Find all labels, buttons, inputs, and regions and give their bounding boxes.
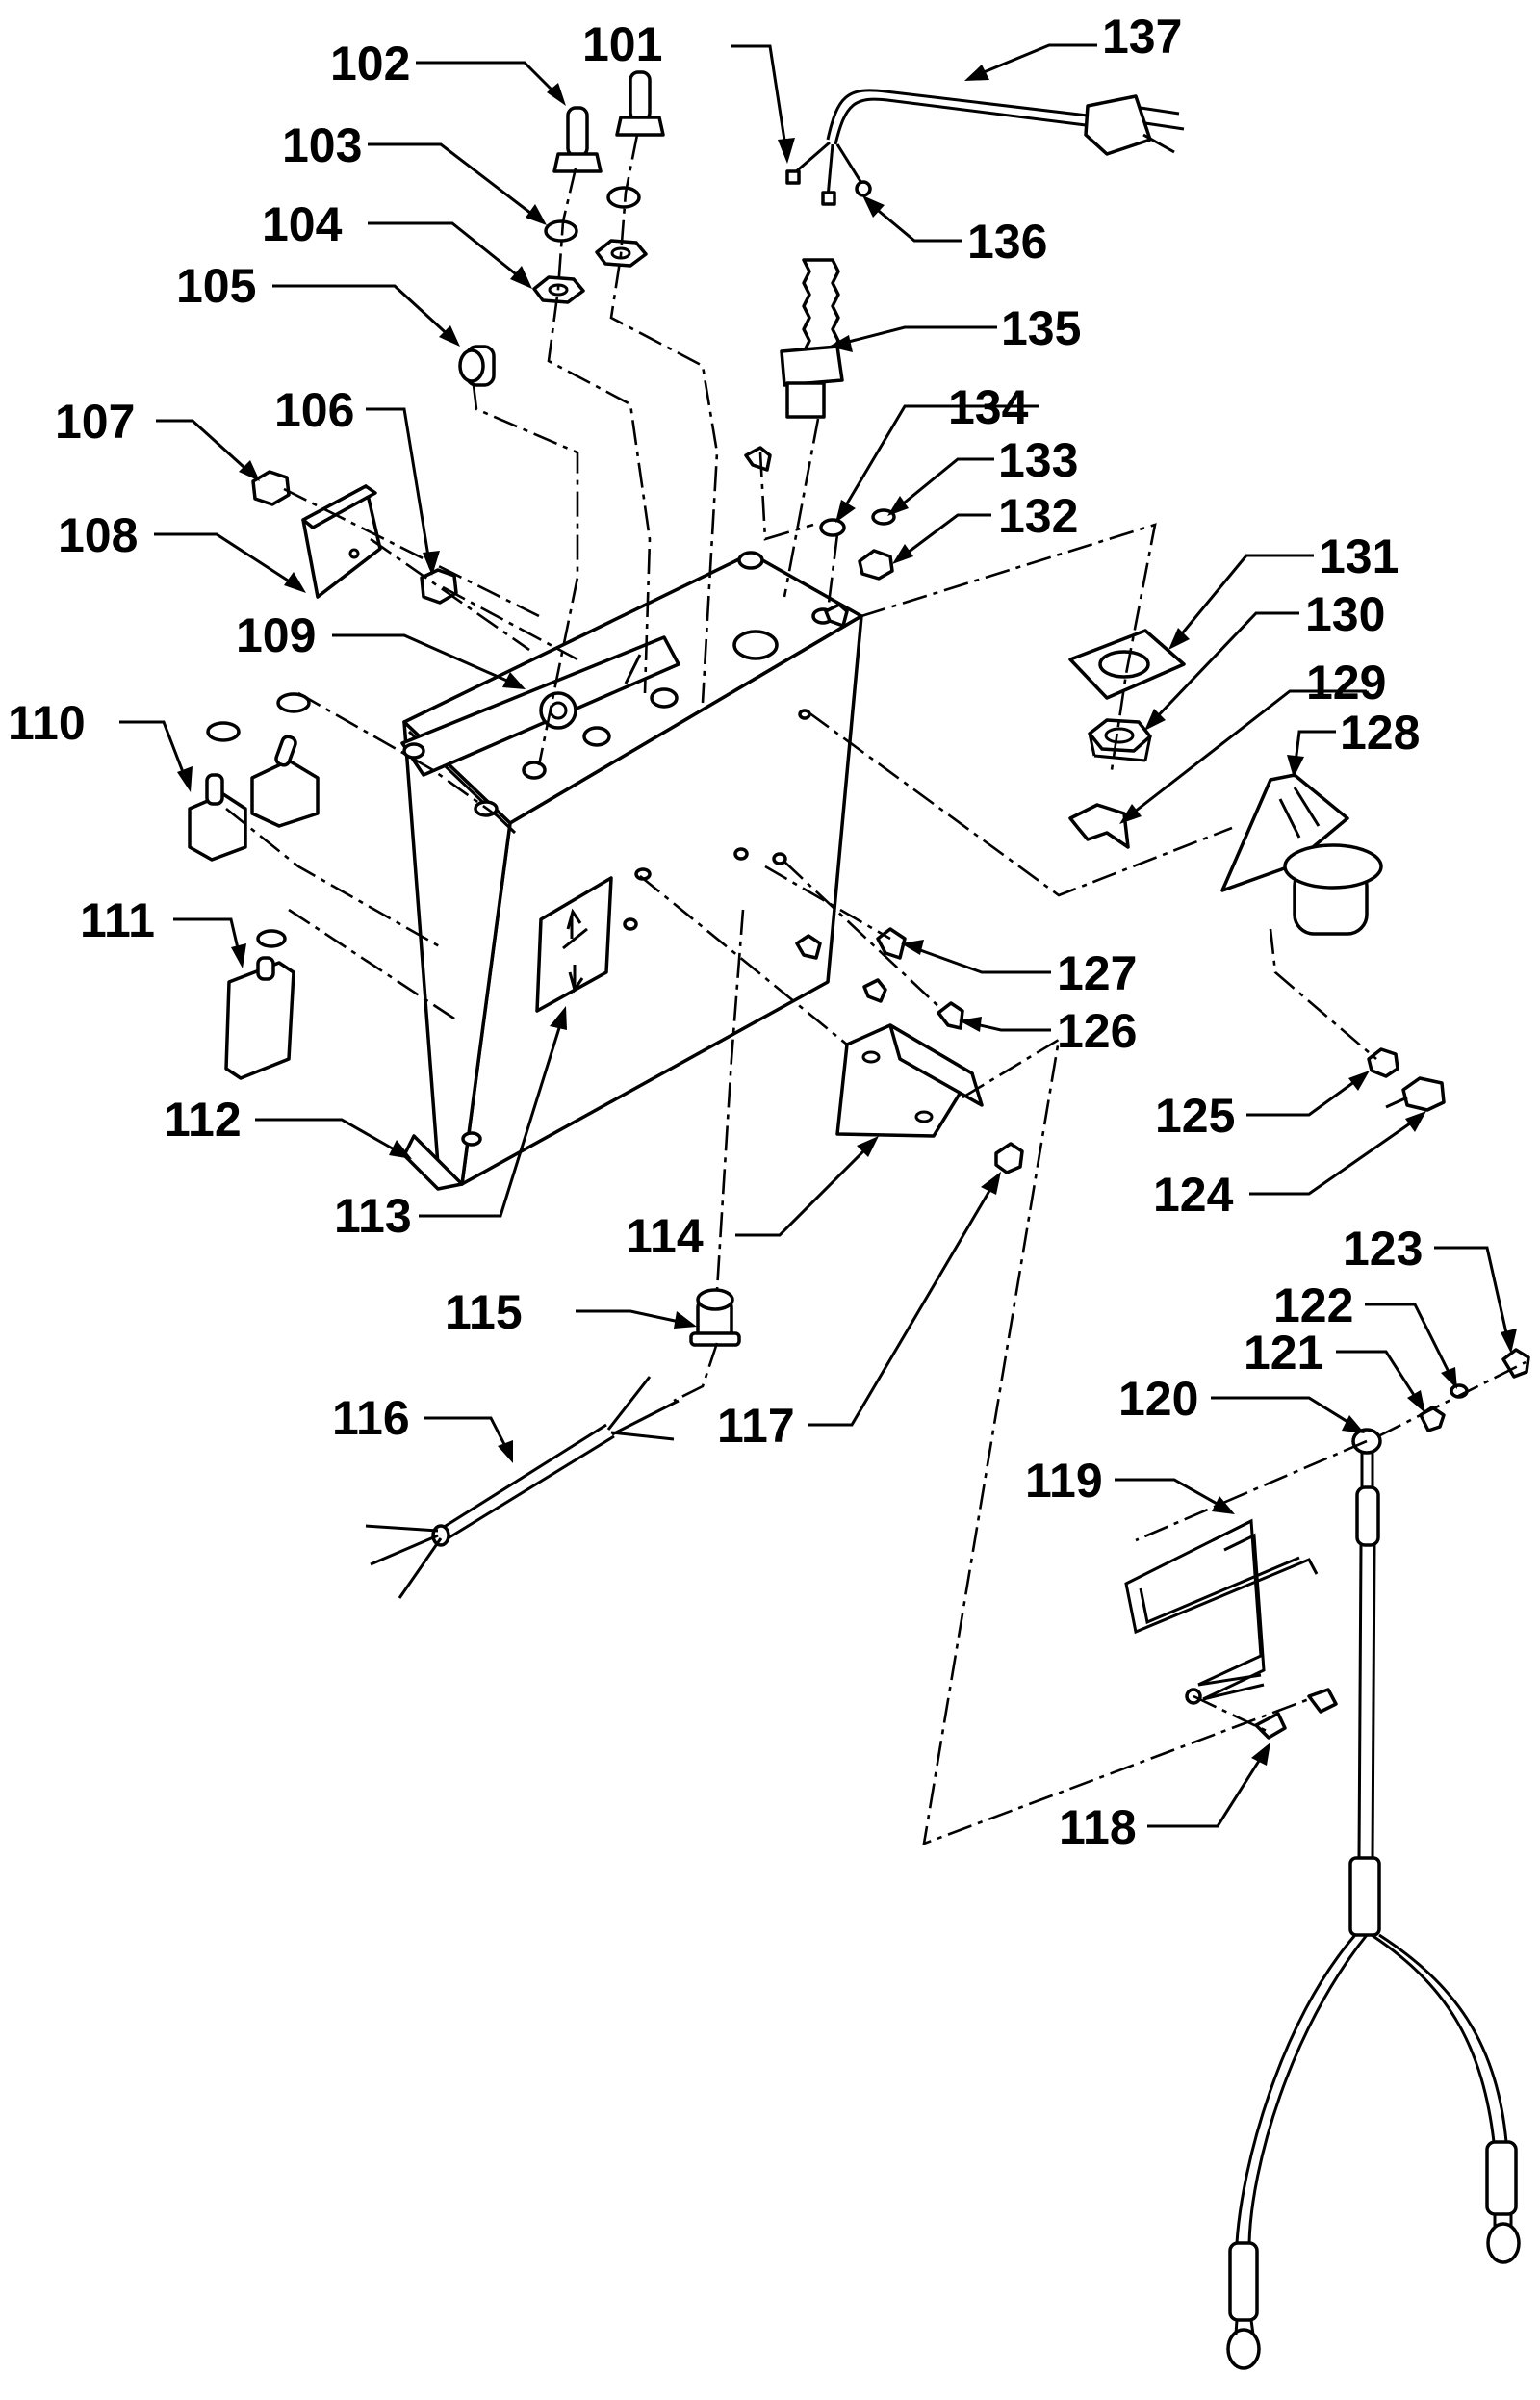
holder-128 [1220,773,1383,936]
screw-126 [937,1001,964,1030]
switch-110a [188,721,247,862]
callout-118: 118 [1059,1800,1137,1854]
gear-icon [539,691,578,730]
callout-131: 131 [1319,529,1399,583]
callout-134: 134 [948,380,1029,434]
screw-117 [994,1142,1024,1174]
callout-136: 136 [967,215,1047,269]
callout-106: 106 [274,383,354,437]
washer-134 [819,518,846,537]
callout-122: 122 [1273,1278,1353,1332]
callout-133: 133 [998,433,1078,487]
grab-handle-119 [1124,1518,1319,1701]
grommet-115 [689,1288,741,1347]
callout-125: 125 [1155,1089,1235,1143]
push-button-105 [458,345,496,387]
callout-108: 108 [58,508,138,562]
callout-127: 127 [1057,946,1137,1000]
washer-133 [871,508,896,526]
bracket-114 [835,1023,984,1138]
cable-116 [365,1376,680,1599]
callout-128: 128 [1340,706,1420,760]
callout-123: 123 [1343,1222,1423,1276]
callout-112: 112 [164,1093,242,1147]
clip-129 [1068,803,1130,849]
callout-113: 113 [334,1189,412,1243]
callout-114: 114 [626,1209,704,1263]
hose-fitting-135 [780,258,844,419]
callout-120: 120 [1118,1372,1198,1426]
callout-107: 107 [55,395,135,449]
callout-110: 110 [8,696,86,750]
leader-lines [119,43,1517,1828]
nut-106 [420,568,458,605]
callout-labels: 101 102 103 104 105 106 107 108 109 110 … [8,10,1423,1854]
switch-110b [250,692,320,828]
toggle-switch-102 [552,106,603,173]
bolt-123 [1502,1348,1530,1379]
direction-label [535,876,613,1013]
callout-135: 135 [1001,301,1081,355]
nut-130 [1088,718,1152,762]
callout-119: 119 [1025,1454,1103,1508]
callout-124: 124 [1153,1168,1234,1222]
callout-129: 129 [1306,656,1386,710]
callout-117: 117 [717,1399,795,1453]
callout-101: 101 [582,17,662,71]
nut-132 [858,549,894,581]
callout-115: 115 [445,1285,523,1339]
ground-strap-120 [1226,1428,1521,2370]
nut-107 [251,470,291,506]
toggle-switch-101 [615,70,665,137]
callout-116: 116 [332,1391,410,1445]
switch-cover-111 [224,929,295,1080]
callout-104: 104 [262,197,343,251]
callout-137: 137 [1102,10,1182,64]
control-box-housing [400,551,863,1191]
callout-102: 102 [330,37,410,90]
callout-105: 105 [176,259,256,313]
callout-111: 111 [80,893,155,947]
callout-130: 130 [1305,587,1385,641]
clip-118a [1254,1712,1287,1740]
washer-125 [1367,1047,1399,1078]
bolt-124 [1385,1076,1446,1112]
callout-132: 132 [998,489,1078,543]
callout-126: 126 [1057,1004,1137,1058]
assembly-lines [225,134,1527,1846]
callout-103: 103 [282,118,362,172]
clip-118b [1307,1688,1338,1714]
power-cord-137 [785,89,1185,206]
washer-101b [606,186,641,209]
callout-121: 121 [1244,1326,1323,1380]
callout-109: 109 [236,608,316,662]
junction-box-108 [301,484,382,599]
